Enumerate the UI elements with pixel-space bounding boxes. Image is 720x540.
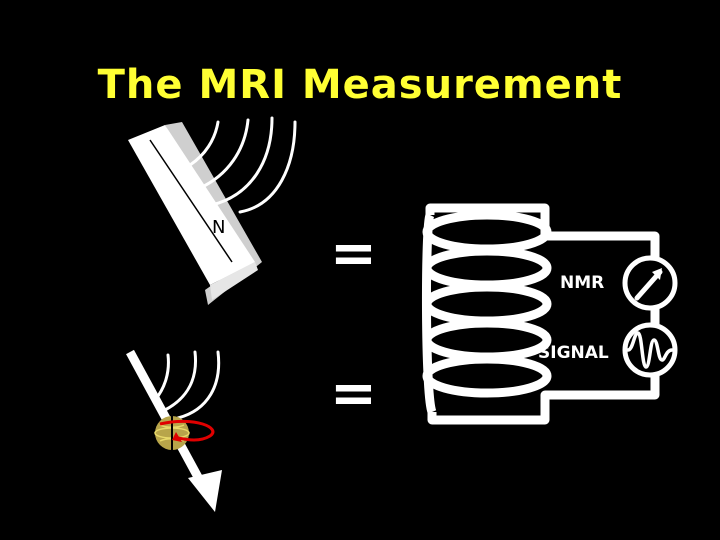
north-pole-label: N xyxy=(212,217,225,238)
bottom-wire xyxy=(427,375,660,425)
proton-field-arc-2 xyxy=(163,350,198,412)
magnet-field-arc-2 xyxy=(198,118,250,190)
top-wire xyxy=(425,203,660,258)
bar-magnet-edge xyxy=(210,262,258,300)
spin-direction-arrow xyxy=(159,419,215,442)
proton-field-arc-3 xyxy=(176,350,221,420)
signal-label: SIGNAL xyxy=(538,343,609,363)
pole-line xyxy=(149,139,233,263)
meter-gauge-icon xyxy=(622,255,678,311)
bar-magnet: N xyxy=(128,122,262,305)
magnet-field-lines xyxy=(188,116,297,214)
magnet-field-arc-1 xyxy=(188,120,220,167)
signal-waveform-icon xyxy=(622,322,678,378)
magnet-field-arc-4 xyxy=(238,120,297,214)
magnet-field-arc-3 xyxy=(210,116,274,207)
equals-sign-bottom: = xyxy=(330,361,377,426)
nmr-label: NMR xyxy=(560,273,604,293)
bar-magnet-face xyxy=(128,125,255,285)
slide-title: The MRI Measurement xyxy=(97,62,623,108)
coil-loops xyxy=(421,210,552,414)
equals-sign-top: = xyxy=(330,221,377,286)
nmr-coil-circuit xyxy=(421,203,660,425)
